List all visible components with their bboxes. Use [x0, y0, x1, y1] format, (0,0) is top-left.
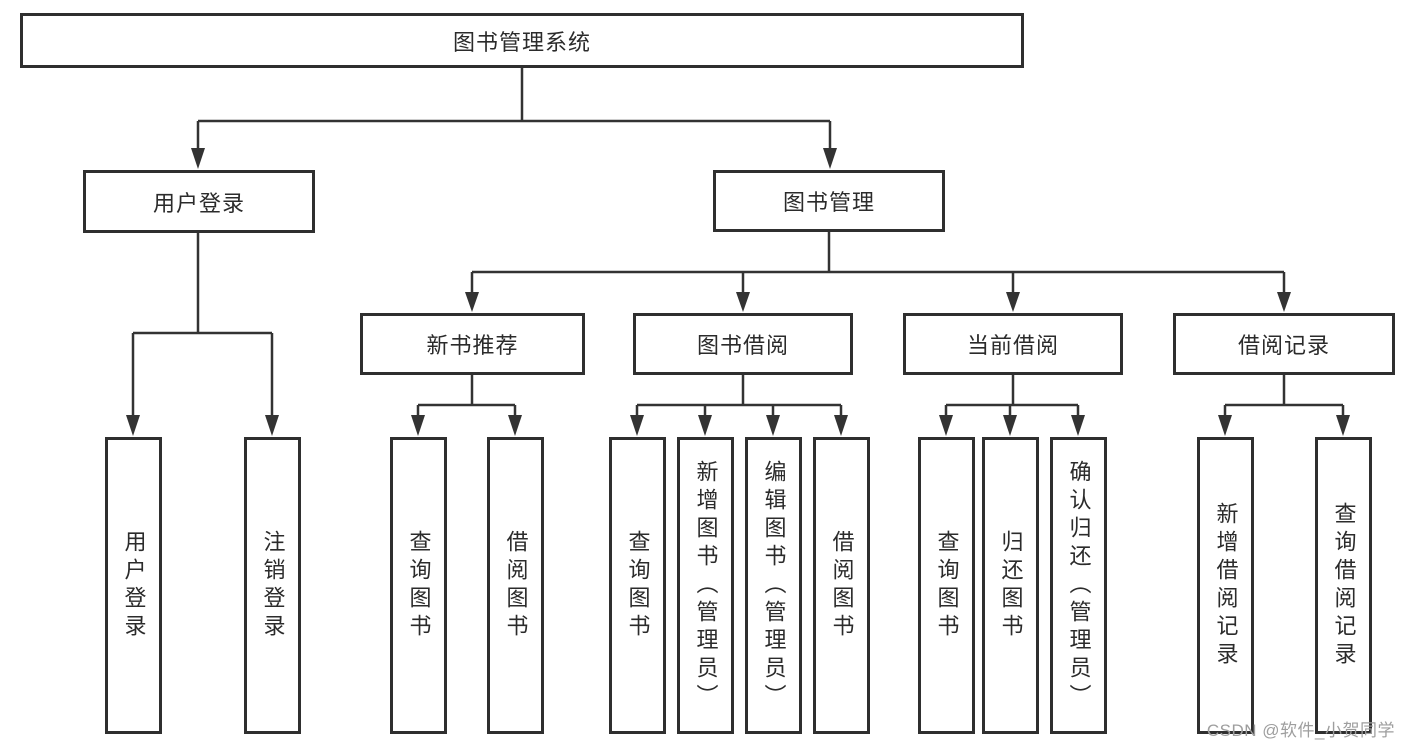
- leaf-query-books-borrow: 查询图书: [609, 437, 666, 734]
- node-book-borrow: 图书借阅: [633, 313, 853, 375]
- connector-newbook-to-leaves: [411, 375, 522, 436]
- leaf-logout: 注销登录: [244, 437, 301, 734]
- node-book-management: 图书管理: [713, 170, 945, 232]
- node-current-borrow: 当前借阅: [903, 313, 1123, 375]
- leaf-query-borrow-record: 查询借阅记录: [1315, 437, 1372, 734]
- csdn-watermark: CSDN @软件_小贺同学: [1206, 721, 1395, 740]
- connector-current-to-leaves: [939, 375, 1085, 436]
- leaf-confirm-return-admin: 确认归还（管理员）: [1050, 437, 1107, 734]
- leaf-add-books-admin: 新增图书（管理员）: [677, 437, 734, 734]
- leaf-return-books: 归还图书: [982, 437, 1039, 734]
- connector-records-to-leaves: [1218, 375, 1350, 436]
- node-borrow-records: 借阅记录: [1173, 313, 1395, 375]
- leaf-borrow-books: 借阅图书: [813, 437, 870, 734]
- connector-userlogin-to-leaves: [126, 233, 279, 436]
- node-user-login: 用户登录: [83, 170, 315, 233]
- leaf-add-borrow-record: 新增借阅记录: [1197, 437, 1254, 734]
- connector-root-to-level2: [191, 68, 837, 169]
- connector-borrow-to-leaves: [630, 375, 848, 436]
- leaf-edit-books-admin: 编辑图书（管理员）: [745, 437, 802, 734]
- leaf-borrow-books-recommend: 借阅图书: [487, 437, 544, 734]
- leaf-query-books-current: 查询图书: [918, 437, 975, 734]
- leaf-query-books-recommend: 查询图书: [390, 437, 447, 734]
- leaf-user-login: 用户登录: [105, 437, 162, 734]
- connector-bookmanage-to-level3: [465, 232, 1291, 312]
- node-new-book-recommend: 新书推荐: [360, 313, 585, 375]
- node-root-system: 图书管理系统: [20, 13, 1024, 68]
